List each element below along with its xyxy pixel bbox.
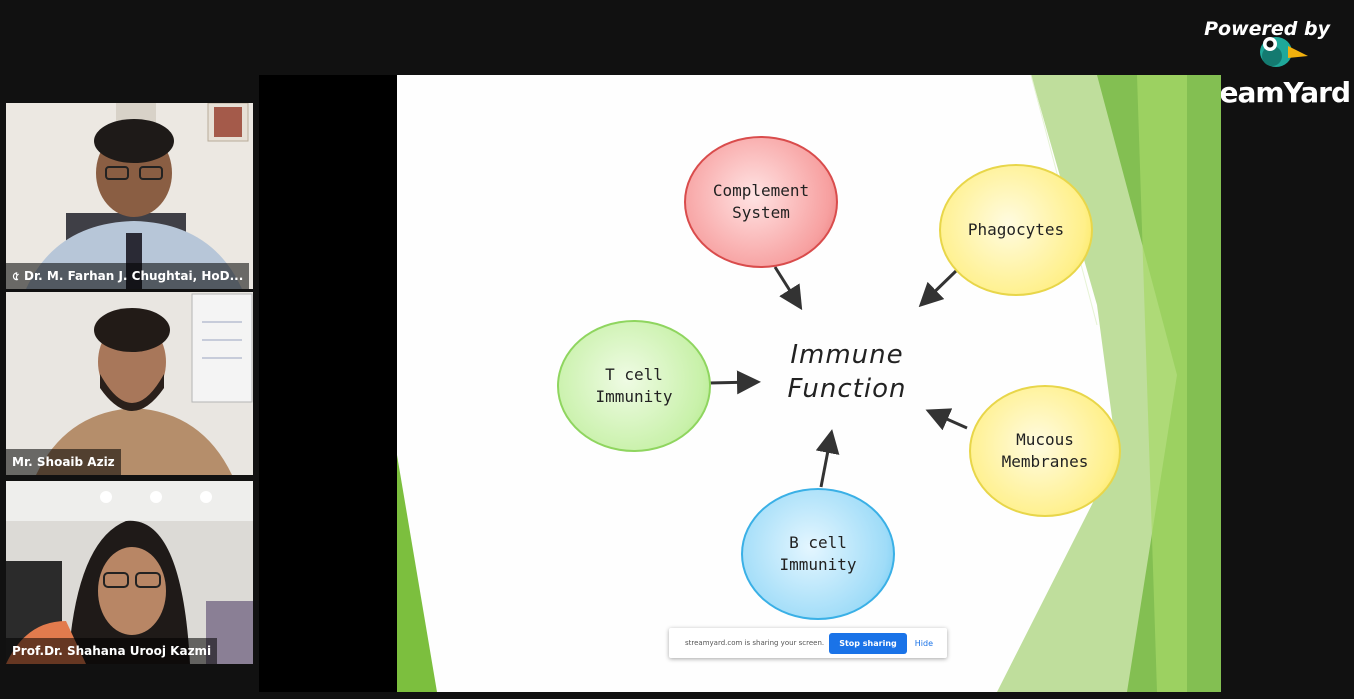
sharing-notice-text: streamyard.com is sharing your screen. <box>685 639 825 647</box>
arrow-mucous <box>925 408 968 431</box>
presentation-slide: Complement System Phagocytes T cell Immu… <box>397 75 1221 692</box>
node-mucous-membranes: Mucous Membranes <box>969 385 1121 517</box>
node-b-cell-immunity: B cell Immunity <box>741 488 895 620</box>
slide-background-decoration <box>397 75 1221 692</box>
arrow-phagocytes <box>918 268 959 308</box>
participant-video-2 <box>6 292 253 475</box>
participant-name-1: ৫ Dr. M. Farhan J. Chughtai, HoD... <box>6 263 250 289</box>
arrow-tcell <box>708 370 761 395</box>
participant-name-3: Prof.Dr. Shahana Urooj Kazmi <box>6 638 218 664</box>
participant-prefix-1: ৫ <box>12 269 20 283</box>
participant-video-3 <box>6 481 253 664</box>
node-t-cell-immunity: T cell Immunity <box>557 320 711 452</box>
stop-sharing-button[interactable]: Stop sharing <box>829 632 907 654</box>
screen-sharing-bar: streamyard.com is sharing your screen. S… <box>669 628 947 658</box>
participant-tile-3[interactable]: Prof.Dr. Shahana Urooj Kazmi <box>6 481 253 664</box>
streamyard-duck-icon <box>1260 37 1308 67</box>
arrow-bcell <box>815 429 840 488</box>
streamyard-branding: Powered by <box>1184 18 1344 40</box>
hide-button[interactable]: Hide <box>914 638 933 648</box>
participant-tile-2[interactable]: Mr. Shoaib Aziz <box>6 292 253 475</box>
center-immune-function: Immune Function <box>787 340 907 404</box>
node-phagocytes: Phagocytes <box>939 164 1093 296</box>
powered-by-text: Powered by <box>1204 18 1330 40</box>
participant-name-2: Mr. Shoaib Aziz <box>6 449 121 475</box>
participant-video-1 <box>6 103 253 289</box>
participant-tile-1[interactable]: ৫ Dr. M. Farhan J. Chughtai, HoD... <box>6 103 253 289</box>
arrow-complement <box>773 266 803 311</box>
diagram-arrows <box>708 266 968 488</box>
screen-share-stage: Complement System Phagocytes T cell Immu… <box>259 75 1221 692</box>
node-complement-system: Complement System <box>684 136 838 268</box>
